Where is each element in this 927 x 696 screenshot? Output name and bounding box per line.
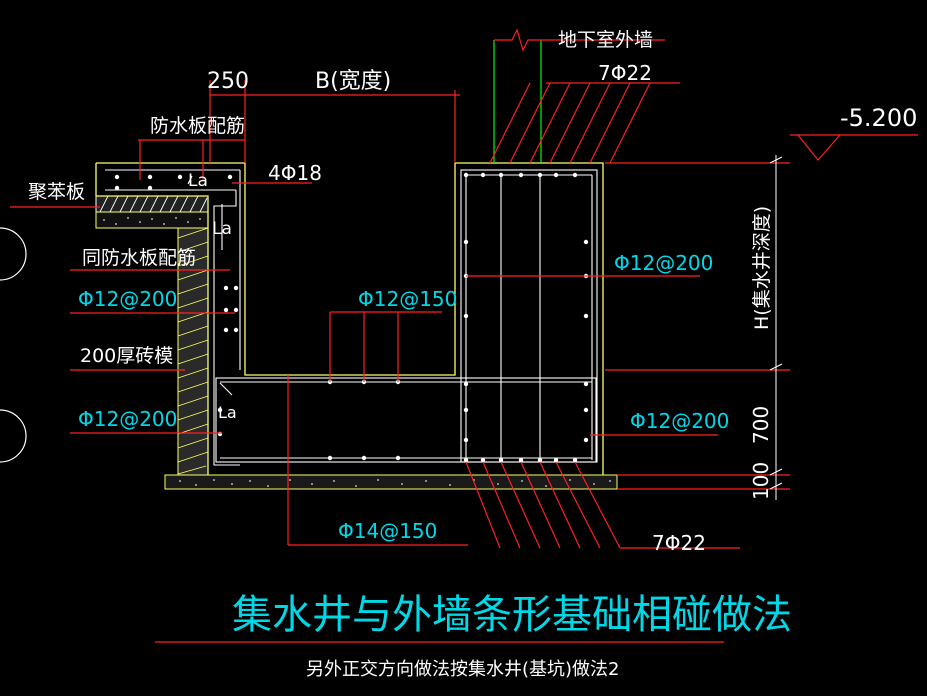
- rebar-7phi22-top-label: 7Φ22: [598, 61, 652, 85]
- polystyrene-label: 聚苯板: [28, 181, 85, 203]
- waterproof-rebar-label: 防水板配筋: [150, 115, 245, 137]
- drawing-subtitle: 另外正交方向做法按集水井(基坑)做法2: [306, 659, 620, 680]
- dim-250-label: 250: [207, 69, 249, 94]
- phi12-200-left-top-label: Φ12@200: [78, 287, 177, 311]
- rebar-cage: [105, 169, 598, 466]
- polystyrene-board: [95, 195, 209, 229]
- wall-break-symbol: [494, 28, 541, 52]
- phi12-200-right-bottom-label: Φ12@200: [630, 409, 729, 433]
- brick-form-label: 200厚砖模: [80, 345, 173, 367]
- base-cushion-slab: [164, 474, 618, 490]
- phi12-200-right-top-label: Φ12@200: [614, 251, 713, 275]
- grid-marker-lower: [0, 409, 27, 463]
- la-label-1: La: [188, 171, 208, 191]
- la-label-2: La: [212, 219, 232, 239]
- grid-marker-upper: [0, 227, 27, 281]
- dim-100-label: 100: [749, 462, 773, 500]
- dim-b-label: B(宽度): [315, 69, 391, 94]
- elevation-label: -5.200: [840, 104, 917, 132]
- leader-lines: [10, 39, 918, 643]
- same-waterproof-label: 同防水板配筋: [82, 247, 196, 269]
- drawing-title: 集水井与外墙条形基础相碰做法: [232, 592, 792, 638]
- basement-wall-lines: [493, 40, 542, 163]
- h-depth-label: H(集水井深度): [751, 206, 773, 330]
- phi12-150-label: Φ12@150: [358, 287, 457, 311]
- basement-wall-label: 地下室外墙: [558, 29, 653, 51]
- phi12-200-left-bottom-label: Φ12@200: [78, 407, 177, 431]
- rebar-7phi22-bottom-label: 7Φ22: [652, 531, 706, 555]
- dim-700-label: 700: [749, 406, 773, 444]
- la-label-3: La: [218, 403, 237, 422]
- height-dimension-line: [769, 155, 783, 500]
- phi14-150-label: Φ14@150: [338, 519, 437, 543]
- brick-formwork: [177, 227, 209, 476]
- rebar-4phi18-label: 4Φ18: [268, 161, 322, 185]
